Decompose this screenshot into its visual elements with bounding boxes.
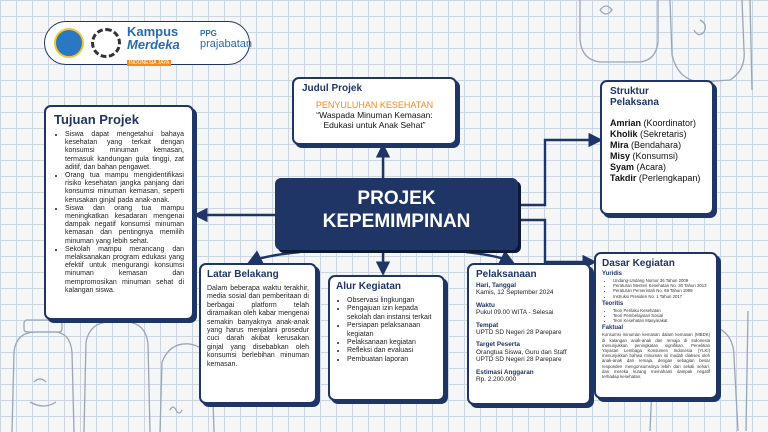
university-logo-icon xyxy=(91,28,121,58)
latar-title: Latar Belakang xyxy=(207,269,279,280)
pelaksanaan-card: Pelaksanaan Hari, Tanggal Kamis, 12 Sept… xyxy=(467,263,591,405)
tempat-value: UPTD SD Negeri 28 Parepare xyxy=(476,329,562,337)
yuridis-label: Yuridis xyxy=(602,271,623,277)
member-row: Syam (Acara) xyxy=(610,162,704,173)
member-row: Kholik (Sekretaris) xyxy=(610,129,704,140)
struktur-card: Struktur Pelaksana Amrian (Koordinator) … xyxy=(600,80,714,215)
tujuan-list: Siswa dapat mengetahui bahaya kesehatan … xyxy=(54,131,184,295)
hari-label: Hari, Tanggal xyxy=(476,282,517,289)
judul-quote: “Waspada Minuman Kemasan: Edukasi untuk … xyxy=(316,110,433,130)
yuridis-item: Undang-Undang Nomor 36 Tahun 2009 xyxy=(613,278,710,283)
ppg-text: PPG xyxy=(200,29,217,38)
indonesia-jaya-text: INDONESIA JAYA xyxy=(127,60,172,66)
pelaksanaan-title: Pelaksanaan xyxy=(476,269,537,280)
teoritis-item: Teori Pembelajaran Sosial xyxy=(613,313,710,318)
teoritis-label: Teoritis xyxy=(602,300,624,307)
target-label: Target Peserta xyxy=(476,341,520,349)
member-role: (Acara) xyxy=(636,162,667,172)
member-role: (Sekretaris) xyxy=(640,129,687,139)
faktual-text: Konsumsi minuman kemasan dalam kemasan (… xyxy=(602,332,710,380)
struktur-members: Amrian (Koordinator) Kholik (Sekretaris)… xyxy=(610,118,704,184)
tujuan-title: Tujuan Projek xyxy=(54,112,139,127)
member-row: Misy (Konsumsi) xyxy=(610,151,704,162)
tujuan-item: Orang tua mampu mengidentifikasi risiko … xyxy=(65,172,184,205)
alur-list: Observasi lingkungan Pengajuan izin kepa… xyxy=(336,297,437,364)
alur-item: Pelaksanaan kegiatan xyxy=(347,339,437,347)
hari-value: Kamis, 12 September 2024 xyxy=(476,289,554,297)
tujuan-item: Siswa dapat mengetahui bahaya kesehatan … xyxy=(65,131,184,172)
alur-item: Pembuatan laporan xyxy=(347,356,437,364)
center-box: PROJEK KEPEMIMPINAN xyxy=(275,178,518,250)
yuridis-list: Undang-Undang Nomor 36 Tahun 2009 Peratu… xyxy=(602,278,710,299)
yuridis-item: Peraturan Menteri Kesehatan No. 30 Tahun… xyxy=(613,283,710,288)
kampus-text: Kampus xyxy=(127,24,179,39)
tujuan-item: Sekolah mampu merancang dan melaksanakan… xyxy=(65,246,184,295)
tempat-label: Tempat xyxy=(476,321,499,329)
dasar-title: Dasar Kegiatan xyxy=(602,258,675,269)
tujuan-card: Tujuan Projek Siswa dapat mengetahui bah… xyxy=(44,105,194,320)
tujuan-item: Siswa dan orang tua mampu meningkatkan k… xyxy=(65,205,184,246)
judul-title: Judul Projek xyxy=(302,83,363,94)
member-role: (Bendahara) xyxy=(631,140,682,150)
teoritis-item: Teori Perilaku Kesehatan xyxy=(613,308,710,313)
alur-item: Persiapan pelaksanaan kegiatan xyxy=(347,322,437,339)
member-name: Misy xyxy=(610,151,631,161)
member-role: (Konsumsi) xyxy=(632,151,679,161)
member-row: Mira (Bendahara) xyxy=(610,140,704,151)
waktu-label: Waktu xyxy=(476,301,495,309)
judul-subtitle: PENYULUHAN KESEHATAN xyxy=(315,100,434,110)
center-line2: KEPEMIMPINAN xyxy=(322,211,471,232)
kampus-merdeka-logo: Kampus Merdeka INDONESIA JAYA xyxy=(127,25,197,69)
member-name: Takdir xyxy=(610,173,637,183)
struktur-title: Struktur Pelaksana xyxy=(610,86,659,108)
center-line1: PROJEK xyxy=(357,188,436,209)
judul-card: Judul Projek PENYULUHAN KESEHATAN “Waspa… xyxy=(292,77,457,145)
logo-bar: Kampus Merdeka INDONESIA JAYA PPG prajab… xyxy=(44,21,252,66)
member-row: Takdir (Perlengkapan) xyxy=(610,173,704,184)
member-name: Mira xyxy=(610,140,629,150)
merdeka-text: Merdeka xyxy=(127,37,180,52)
alur-item: Pengajuan izin kepada sekolah dan instan… xyxy=(347,305,437,322)
alur-item: Refleksi dan evaluasi xyxy=(347,347,437,355)
alur-title: Alur Kegiatan xyxy=(336,281,402,292)
yuridis-item: Instruksi Presiden No. 1 Tahun 2017 xyxy=(613,294,710,299)
member-row: Amrian (Koordinator) xyxy=(610,118,704,129)
ppg-logo: PPG prajabatan xyxy=(200,29,252,50)
dasar-card: Dasar Kegiatan Yuridis Undang-Undang Nom… xyxy=(594,252,718,399)
anggaran-label: Estimasi Anggaran xyxy=(476,368,534,376)
latar-text: Dalam beberapa waktu terakhir, media sos… xyxy=(207,285,309,368)
member-name: Kholik xyxy=(610,129,638,139)
member-role: (Perlengkapan) xyxy=(638,173,701,183)
yuridis-item: Peraturan Pemerintah No. 69 Tahun 1999 xyxy=(613,288,710,293)
bottle-sketch-top-right xyxy=(579,0,753,91)
alur-card: Alur Kegiatan Observasi lingkungan Penga… xyxy=(328,275,445,401)
teoritis-item: Teori Kesehatan Masyarakat xyxy=(613,318,710,323)
member-name: Syam xyxy=(610,162,635,172)
prajabatan-text: prajabatan xyxy=(200,38,252,50)
latar-card: Latar Belakang Dalam beberapa waktu tera… xyxy=(199,263,317,404)
waktu-value: Pukul 09.00 WITA - Selesai xyxy=(476,309,554,317)
target-value: Orangtua Siswa, Guru dan Staff UPTD SD N… xyxy=(476,348,567,364)
anggaran-value: Rp. 2.200.000 xyxy=(476,376,517,384)
member-role: (Koordinator) xyxy=(643,118,697,128)
member-name: Amrian xyxy=(610,118,642,128)
tutwuri-logo-icon xyxy=(54,28,84,58)
faktual-label: Faktual xyxy=(602,325,624,332)
teoritis-list: Teori Perilaku Kesehatan Teori Pembelaja… xyxy=(602,308,710,324)
alur-item: Observasi lingkungan xyxy=(347,297,437,305)
